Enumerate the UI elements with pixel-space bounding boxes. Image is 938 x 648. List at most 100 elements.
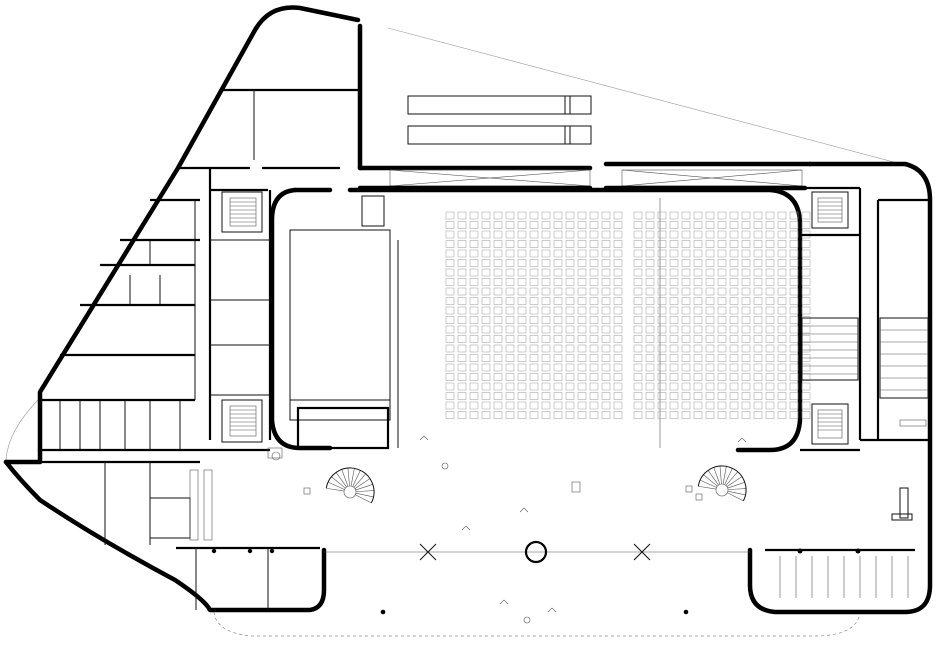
seat: [657, 401, 667, 410]
seat: [457, 221, 467, 229]
seat: [777, 411, 787, 419]
seat: [789, 306, 799, 315]
seat: [741, 373, 751, 381]
seat: [765, 411, 775, 419]
seat: [669, 411, 679, 419]
seat: [565, 221, 575, 229]
seat: [693, 278, 703, 286]
seat: [729, 316, 739, 324]
seat: [589, 344, 599, 353]
seat: [481, 259, 491, 267]
seat: [789, 287, 799, 296]
seat: [633, 401, 643, 410]
seat: [529, 268, 539, 277]
seat: [789, 373, 799, 381]
seat: [693, 268, 703, 277]
seat: [633, 268, 643, 277]
seat: [801, 259, 811, 267]
seat: [693, 230, 703, 239]
seat: [681, 325, 691, 334]
seat: [801, 392, 811, 400]
seat: [777, 392, 787, 400]
seat: [741, 382, 751, 391]
seat: [633, 354, 643, 362]
seat: [553, 230, 563, 239]
seat: [505, 259, 515, 267]
seat: [613, 325, 623, 334]
seat: [645, 249, 655, 258]
seat: [753, 249, 763, 258]
seat: [669, 363, 679, 372]
seat: [613, 354, 623, 362]
seat: [481, 373, 491, 381]
seat: [577, 373, 587, 381]
seat: [717, 354, 727, 362]
seat: [633, 259, 643, 267]
seat: [577, 297, 587, 305]
seat: [741, 363, 751, 372]
seat: [601, 401, 611, 410]
seat: [753, 335, 763, 343]
seat: [469, 268, 479, 277]
seat: [445, 221, 455, 229]
seat: [789, 411, 799, 419]
seat: [457, 259, 467, 267]
seat: [493, 240, 503, 248]
seat: [517, 240, 527, 248]
seat: [457, 211, 467, 220]
seat: [589, 354, 599, 362]
seat: [481, 278, 491, 286]
seat: [565, 259, 575, 267]
seat: [657, 354, 667, 362]
seat: [553, 287, 563, 296]
seat: [613, 392, 623, 400]
seat: [517, 411, 527, 419]
seat: [777, 354, 787, 362]
seat: [669, 316, 679, 324]
seat: [481, 287, 491, 296]
seat: [729, 354, 739, 362]
seat: [541, 287, 551, 296]
seat: [681, 268, 691, 277]
seat: [589, 287, 599, 296]
seat: [529, 316, 539, 324]
seat: [705, 297, 715, 305]
seat: [669, 268, 679, 277]
seat: [469, 401, 479, 410]
seat: [789, 325, 799, 334]
seat: [529, 249, 539, 258]
seating: [445, 211, 811, 419]
seat: [601, 249, 611, 258]
seat: [669, 221, 679, 229]
seat: [741, 287, 751, 296]
seat: [693, 297, 703, 305]
seat: [529, 344, 539, 353]
seat: [789, 240, 799, 248]
seat: [729, 230, 739, 239]
seat: [613, 230, 623, 239]
seat: [633, 240, 643, 248]
seat: [753, 344, 763, 353]
seat: [517, 306, 527, 315]
seat: [577, 382, 587, 391]
seat: [645, 268, 655, 277]
seat: [565, 382, 575, 391]
seat: [633, 306, 643, 315]
seat: [753, 259, 763, 267]
seat: [645, 401, 655, 410]
seat: [613, 306, 623, 315]
seat: [633, 249, 643, 258]
seat: [777, 363, 787, 372]
seat: [505, 382, 515, 391]
seat: [657, 297, 667, 305]
chair-icon: [419, 435, 747, 613]
seat: [457, 316, 467, 324]
seat: [481, 306, 491, 315]
seat: [633, 363, 643, 372]
seat: [493, 392, 503, 400]
seat: [753, 278, 763, 286]
seat: [717, 211, 727, 220]
seat: [613, 316, 623, 324]
seat: [741, 259, 751, 267]
